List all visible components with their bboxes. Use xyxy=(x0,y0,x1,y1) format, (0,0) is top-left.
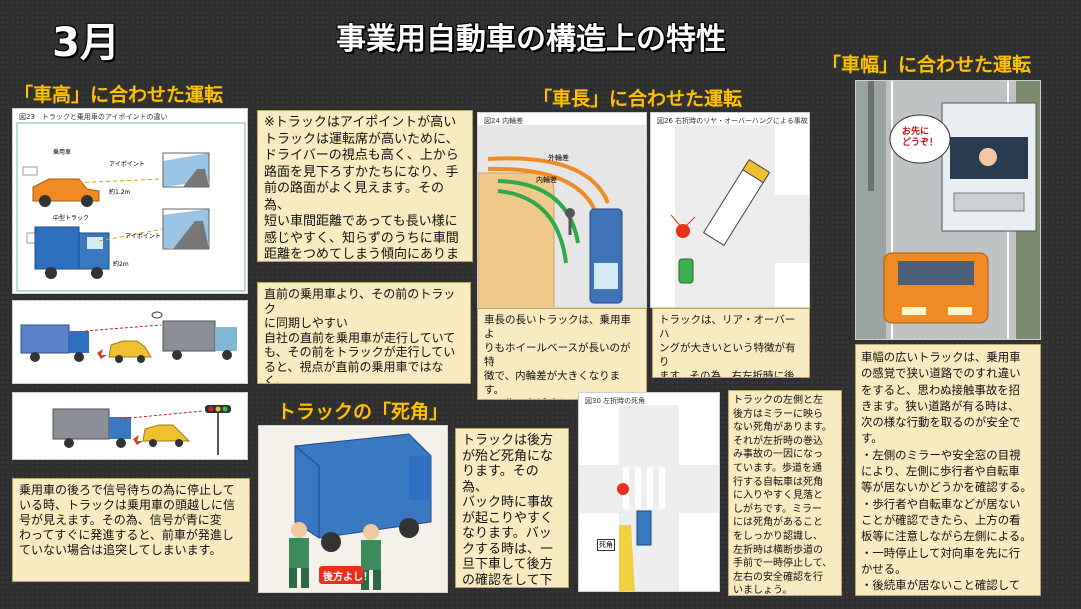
label-truck: 中型トラック xyxy=(53,215,90,222)
inner-wheel-figure: 図24 内輪差 外輪差 内輪差 xyxy=(477,112,647,308)
fig30-caption: 図30 左折時の死角 xyxy=(585,397,646,405)
label-inner-diff: 内輪差 xyxy=(536,176,557,184)
rear-blind-figure: 後方よし！ xyxy=(258,425,448,593)
fig24-caption: 図24 内輪差 xyxy=(484,117,524,125)
label-outer-diff: 外輪差 xyxy=(548,154,569,162)
fig23-caption: 図23 トラックと乗用車のアイポイントの違い xyxy=(19,113,168,121)
sign-back-ok: 後方よし！ xyxy=(323,572,373,583)
section-width-heading: 「車幅」に合わせた運転 xyxy=(822,54,1032,76)
signal-illustration xyxy=(52,405,231,455)
eyepoint-illustration xyxy=(16,122,246,292)
fig26-caption: 図26 右折時のリヤ・オーバーハングによる事故 xyxy=(657,117,808,125)
left-blind-note: トラックの左側と左 後方はミラーに映ら ない死角があります。 それが左折時の巻込… xyxy=(728,390,842,596)
sync-note: 直前の乗用車より、その前のトラック に同期しやすい 自社の直前を乗用車が走行して… xyxy=(257,282,471,384)
label-height-truck: 約2m xyxy=(113,261,129,268)
sync-figure xyxy=(12,300,248,384)
label-blindspot: 死角 xyxy=(597,539,615,551)
overhang-illustration xyxy=(651,125,809,307)
label-eyepoint-2: アイポイント xyxy=(125,233,161,240)
label-car: 乗用車 xyxy=(53,149,72,156)
width-figure: お先に どうぞ！ xyxy=(855,80,1041,340)
overhang-figure: 図26 右折時のリヤ・オーバーハングによる事故 xyxy=(650,112,810,308)
sync-illustration xyxy=(20,311,237,363)
left-blind-illustration xyxy=(579,405,719,591)
signal-note: 乗用車の後ろで信号待ちの為に停止して いる時、トラックは乗用車の頭越しに信 号が… xyxy=(12,478,250,582)
eyepoint-figure: 図23 トラックと乗用車のアイポイントの違い 乗用車 中型トラック アイポイント… xyxy=(12,108,248,294)
rear-blind-illustration xyxy=(259,426,447,592)
bubble-after-you: お先に どうぞ！ xyxy=(902,127,939,148)
month-label: 3月 xyxy=(52,20,120,66)
wheelbase-note: 車長の長いトラックは、乗用車よ りもホイールベースが長いのが特 徴で、内輪差が大… xyxy=(477,308,647,400)
inner-wheel-illustration xyxy=(478,125,646,307)
section-blind-heading: トラックの「死角」 xyxy=(277,401,449,423)
section-length-heading: 「車長」に合わせた運転 xyxy=(533,88,743,110)
width-note: 車幅の広いトラックは、乗用車 の感覚で狭い道路でのすれ違い をすると、思わぬ接触… xyxy=(855,344,1041,596)
left-blind-figure: 図30 左折時の死角 死角 xyxy=(578,392,720,592)
rear-blind-note: トラックは後方 が殆ど死角にな ります。その為、 バック時に事故 が起こりやすく… xyxy=(455,428,569,588)
signal-figure xyxy=(12,392,248,460)
overhang-note: トラックは、リア・オーバーハ ングが大きいという特徴が有り ます。その為、右左折… xyxy=(652,308,810,378)
eyepoint-note: ※トラックはアイポイントが高い トラックは運転席が高いために、 ドライバーの視点… xyxy=(257,110,473,262)
page-title: 事業用自動車の構造上の特性 xyxy=(336,22,726,57)
width-illustration xyxy=(856,81,1040,339)
label-height-car: 約1.2m xyxy=(109,189,131,196)
section-height-heading: 「車高」に合わせた運転 xyxy=(14,84,224,106)
label-eyepoint-1: アイポイント xyxy=(109,161,145,168)
